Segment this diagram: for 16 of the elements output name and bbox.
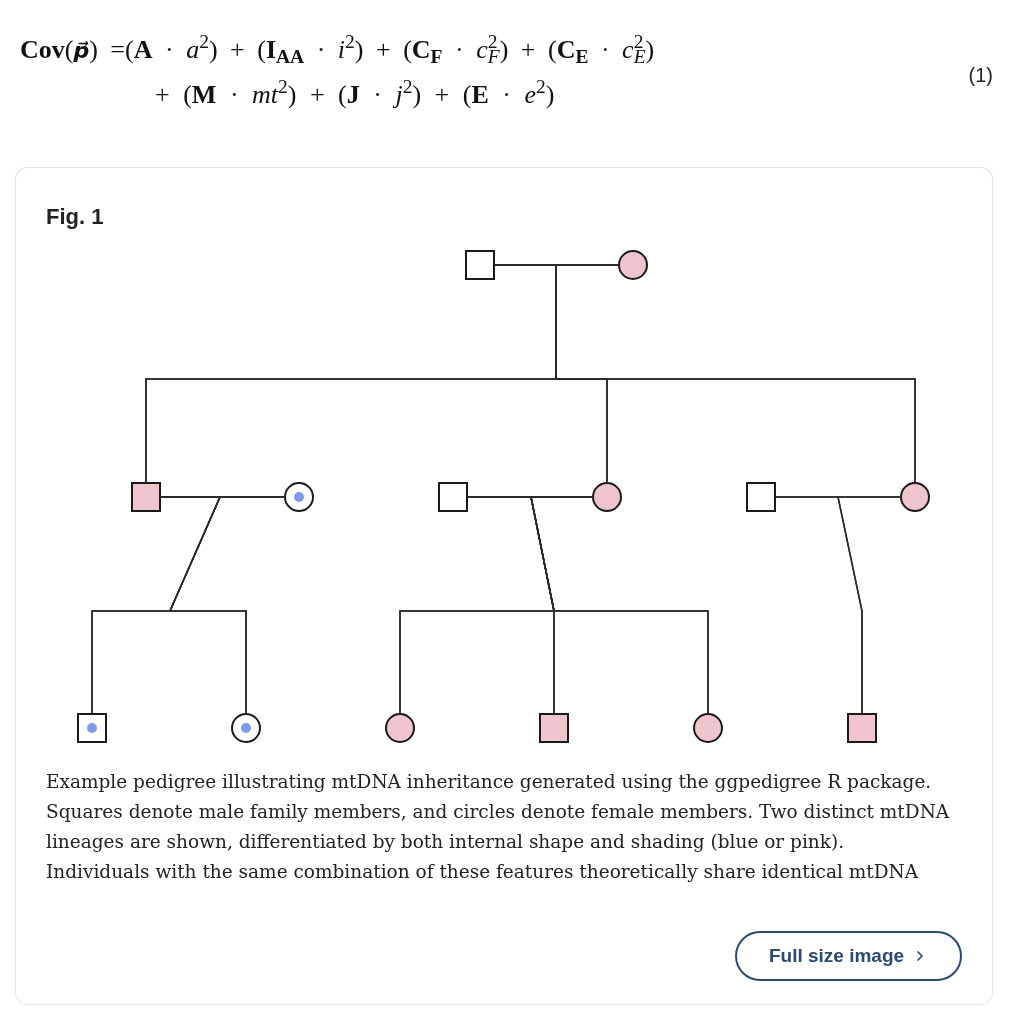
figure-title: Fig. 1 — [46, 203, 104, 231]
square-symbol — [746, 482, 776, 512]
square-symbol — [465, 250, 495, 280]
descent-line — [168, 496, 285, 714]
figure-caption: Example pedigree illustrating mtDNA inheritance generated using the ggpedigree R package. Squares denote male family members, and circles denote female members. Two distinct mtDNA lineages are shown, differentiated by both internal shape and shading (blue or pink). Individuals with the same combination of these features theoretically share identical mtDNA — [46, 770, 951, 884]
descent-line — [837, 496, 901, 714]
full-size-image-button: Full size image — [735, 931, 962, 981]
square-symbol — [438, 482, 468, 512]
equation-line: Cov(p⃗) =(A · a$^{2}$) + (I$_{AA}$ · i$^{2}$) + (C$_{F}$ · c$^{2}$$_{F}$) + (C$_{E}$ · c$^{2}$$_{E}$) — [20, 33, 655, 68]
square-symbol — [77, 713, 107, 743]
descent-line — [530, 496, 709, 714]
square-symbol — [539, 713, 569, 743]
equation-line: + (M · mt$^{2}$) + (J · j$^{2}$) + (E · e$^{2}$) — [155, 78, 555, 111]
square-symbol — [847, 713, 877, 743]
square-symbol — [131, 482, 161, 512]
equation-number: (1) — [968, 63, 993, 88]
